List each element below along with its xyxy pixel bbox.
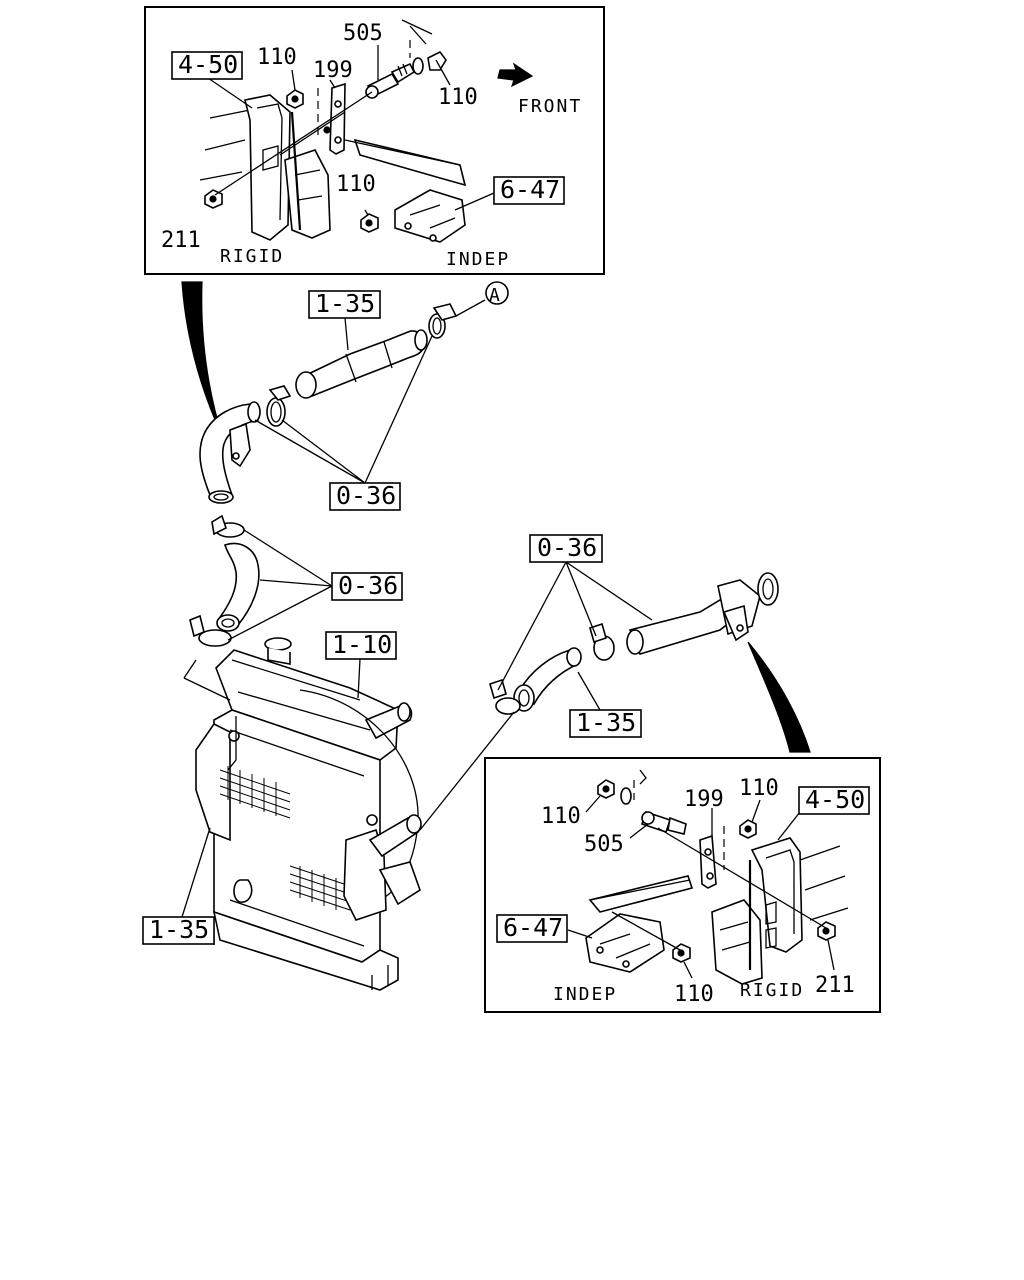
pointer-arc-bottom — [747, 641, 811, 753]
variant-indep-top: INDEP — [446, 249, 510, 270]
ref-1-35-lower-right: 1-35 — [576, 708, 636, 737]
detail-panel-top: 4-50 6-47 505 110 199 110 110 211 RIGID … — [144, 6, 605, 275]
frame-rail-bottom — [711, 837, 849, 985]
callout-505-bottom: 505 — [584, 832, 624, 857]
clip-bracket-top — [317, 82, 346, 155]
direction-label: FRONT — [518, 96, 582, 117]
callout-110-bottom-bottom: 110 — [674, 982, 714, 1007]
mount-6-47-top — [353, 138, 467, 243]
ref-box-6-47-top — [493, 176, 565, 205]
callout-211-bottom: 211 — [815, 973, 855, 998]
main-assembly: A 1-35 0-36 0-36 — [142, 281, 779, 991]
nut-110-right-bottom — [739, 819, 757, 839]
clamp-upper-left — [266, 385, 292, 427]
nut-110-lower-top — [360, 213, 379, 233]
callout-110-right-bottom: 110 — [739, 776, 779, 801]
bolt-505-bottom — [640, 810, 687, 835]
callout-110-right-top: 110 — [438, 85, 478, 110]
ref-0-36-middle: 0-36 — [338, 571, 398, 600]
detail-panel-bottom: 4-50 6-47 110 505 199 110 110 211 INDEP … — [484, 757, 881, 1013]
ref-1-35-radiator: 1-35 — [149, 915, 209, 944]
nut-211-top — [204, 189, 223, 209]
middle-hose — [216, 542, 260, 632]
frame-rail-top — [199, 94, 331, 241]
radiator — [195, 637, 422, 991]
marker-a: A — [485, 281, 509, 306]
callout-199-bottom: 199 — [684, 787, 724, 812]
ref-box-1-35-lower-right — [569, 709, 642, 738]
ref-6-47-top: 6-47 — [500, 175, 560, 204]
ref-0-36-upper: 0-36 — [336, 481, 396, 510]
ref-0-36-right: 0-36 — [537, 533, 597, 562]
ref-4-50-top: 4-50 — [178, 50, 238, 79]
lower-right-hose — [513, 647, 582, 712]
clip-bracket-bottom — [699, 826, 725, 889]
nut-110-bottom-bottom — [672, 943, 691, 963]
variant-indep-bottom: INDEP — [553, 984, 617, 1005]
ref-box-4-50-top — [171, 51, 243, 80]
radiator-fins-lower — [289, 865, 351, 911]
nut-110-upper-top — [286, 89, 304, 109]
ref-box-1-35-upper — [308, 290, 381, 319]
ref-box-0-36-upper — [329, 482, 401, 511]
nut-110-right-top — [401, 19, 447, 75]
clamp-upper-right — [428, 299, 486, 339]
ref-box-4-50-bottom — [798, 786, 870, 815]
callout-505-top: 505 — [343, 21, 383, 46]
ref-box-1-10 — [325, 631, 397, 660]
upper-hose — [295, 329, 428, 399]
upper-pipe — [199, 401, 261, 504]
connection-line — [419, 711, 515, 831]
variant-rigid-top: RIGID — [220, 246, 284, 267]
callout-110-left-bottom: 110 — [541, 804, 581, 829]
ref-1-10: 1-10 — [332, 630, 392, 659]
callout-199-top: 199 — [313, 58, 353, 83]
right-metal-pipe — [626, 572, 779, 655]
marker-a-label: A — [489, 285, 500, 306]
leader-lines-top — [207, 45, 495, 216]
leader-lines-bottom — [567, 795, 835, 979]
ref-6-47-bottom: 6-47 — [503, 913, 563, 942]
radiator-fins-upper — [219, 766, 291, 819]
pointer-arc-top — [181, 281, 223, 437]
washer-bottom — [620, 769, 647, 805]
bolt-505-top — [365, 62, 416, 99]
callout-110-upper-top: 110 — [257, 45, 297, 70]
ref-box-1-35-radiator — [142, 916, 215, 945]
front-arrow-icon — [497, 62, 534, 88]
ref-4-50-bottom: 4-50 — [805, 785, 865, 814]
clamp-middle-top — [211, 514, 245, 538]
ref-box-6-47-bottom — [496, 914, 568, 943]
clamp-right-upper — [589, 622, 615, 661]
nut-110-left-bottom — [597, 779, 615, 799]
callout-211-top: 211 — [161, 228, 201, 253]
callout-110-lower-top: 110 — [336, 172, 376, 197]
ref-1-35-upper: 1-35 — [315, 289, 375, 318]
variant-rigid-bottom: RIGID — [740, 980, 804, 1001]
